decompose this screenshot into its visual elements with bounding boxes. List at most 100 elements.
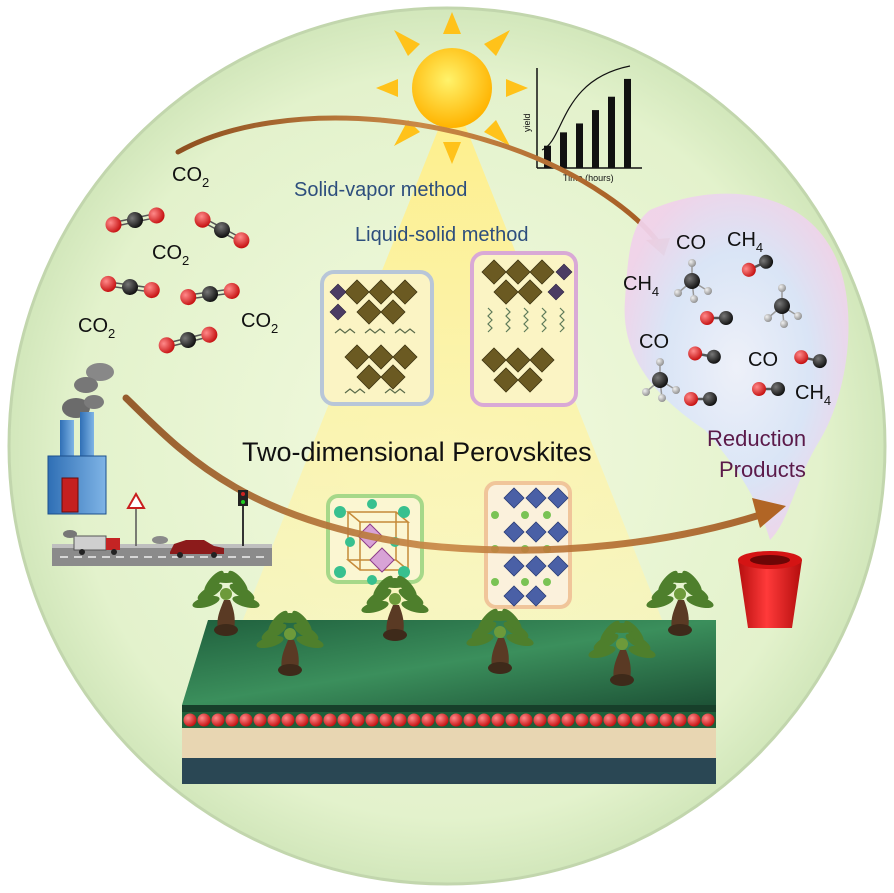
co2-molecule: [158, 326, 218, 354]
lower-arrowhead: [752, 498, 786, 528]
products-cloud: [624, 193, 849, 540]
tree-icon: [466, 608, 534, 674]
substrate-bead: [295, 713, 309, 727]
tree-icon: [256, 610, 324, 676]
co2-molecule: [105, 207, 165, 233]
substrate-bead: [379, 713, 393, 727]
ch4-molecule: [674, 259, 712, 303]
substrate-bead: [267, 713, 281, 727]
perovskite-panel-solid-vapor: [320, 270, 434, 406]
chart-y-label: yield: [522, 113, 532, 132]
substrate-bead: [351, 713, 365, 727]
product-molecules: [642, 254, 827, 406]
lower-flow-arrow: [122, 394, 764, 554]
upper-flow-arrow: [175, 115, 663, 248]
substrate-bead: [645, 713, 659, 727]
substrate-bead: [225, 713, 239, 727]
tree-icon: [588, 620, 656, 686]
substrate-bead: [547, 713, 561, 727]
tree-icon: [361, 575, 429, 641]
ch4-label-2: CH4: [623, 273, 659, 299]
substrate-bead: [617, 713, 631, 727]
co-molecule: [752, 382, 785, 396]
perovskite-panel-liquid-solid: [470, 251, 578, 407]
substrate-bead: [211, 713, 225, 727]
co-molecule: [794, 350, 827, 369]
solid-vapor-label: Solid-vapor method: [294, 179, 467, 201]
substrate-bead: [561, 713, 575, 727]
co2-molecule: [194, 211, 250, 249]
truck-icon: [63, 530, 120, 555]
substrate-bead: [393, 713, 407, 727]
substrate-bead: [491, 713, 505, 727]
ch4-label-3: CH4: [795, 382, 831, 408]
co-molecule: [700, 311, 733, 325]
substrate-bead: [463, 713, 477, 727]
substrate-bead: [449, 713, 463, 727]
co2-molecule-group: [100, 207, 250, 354]
substrate-bead: [519, 713, 533, 727]
ch4-label-1: CH4: [727, 229, 763, 255]
substrate-bead: [673, 713, 687, 727]
co2-label-3: CO2: [78, 315, 115, 341]
substrate-bead: [365, 713, 379, 727]
substrate-bead: [533, 713, 547, 727]
co-molecule: [688, 346, 721, 364]
co-label-2: CO: [639, 331, 669, 353]
co2-label-2: CO2: [152, 242, 189, 268]
chart-bar: [560, 132, 567, 168]
substrate-bead: [687, 713, 701, 727]
co2-molecule: [100, 275, 160, 299]
substrate-bead: [281, 713, 295, 727]
co-molecule: [684, 392, 717, 406]
substrate-bead: [309, 713, 323, 727]
co2-label-1: CO2: [172, 164, 209, 190]
chart-bar: [608, 96, 615, 168]
substrate-bead: [337, 713, 351, 727]
substrate-bead: [505, 713, 519, 727]
chart-bar: [576, 123, 583, 168]
substrate-bead: [253, 713, 267, 727]
substrate-bead: [239, 713, 253, 727]
chart-bar: [544, 145, 551, 168]
chart-bar: [624, 78, 631, 168]
co-label-1: CO: [676, 232, 706, 254]
co-label-3: CO: [748, 349, 778, 371]
co-molecule: [741, 254, 774, 277]
layered-perovskite-panel: [484, 481, 572, 609]
reduction-label-line2: Products: [719, 457, 806, 482]
substrate-bead: [407, 713, 421, 727]
ch4-molecule: [642, 358, 680, 402]
main-title: Two-dimensional Perovskites: [242, 437, 592, 467]
warning-sign-icon: [126, 491, 146, 546]
substrate-bead: [701, 713, 715, 727]
chart-trend-curve: [541, 65, 631, 151]
substrate-bead: [323, 713, 337, 727]
substrate-bead: [631, 713, 645, 727]
car-icon: [152, 536, 224, 558]
cup-icon: [738, 551, 802, 628]
chart-bar: [592, 110, 599, 168]
co2-molecule: [180, 282, 240, 306]
tree-group: [192, 570, 714, 686]
substrate-bead: [659, 713, 673, 727]
ch4-molecule: [764, 284, 802, 328]
substrate-bead: [197, 713, 211, 727]
tree-icon: [646, 570, 714, 636]
traffic-light-icon: [238, 490, 248, 546]
substrate-bead: [589, 713, 603, 727]
substrate-bead: [435, 713, 449, 727]
substrate-bead: [421, 713, 435, 727]
sun-icon: [376, 12, 528, 164]
substrate-bead: [183, 713, 197, 727]
factory-icon: [47, 363, 114, 515]
substrate-bead: [575, 713, 589, 727]
substrate-bead: [477, 713, 491, 727]
liquid-solid-label: Liquid-solid method: [355, 224, 528, 246]
substrate-bead: [603, 713, 617, 727]
chart-x-label: Time (hours): [563, 173, 614, 183]
reduction-label-line1: Reduction: [707, 426, 806, 451]
co2-label-4: CO2: [241, 310, 278, 336]
tree-icon: [192, 570, 260, 636]
